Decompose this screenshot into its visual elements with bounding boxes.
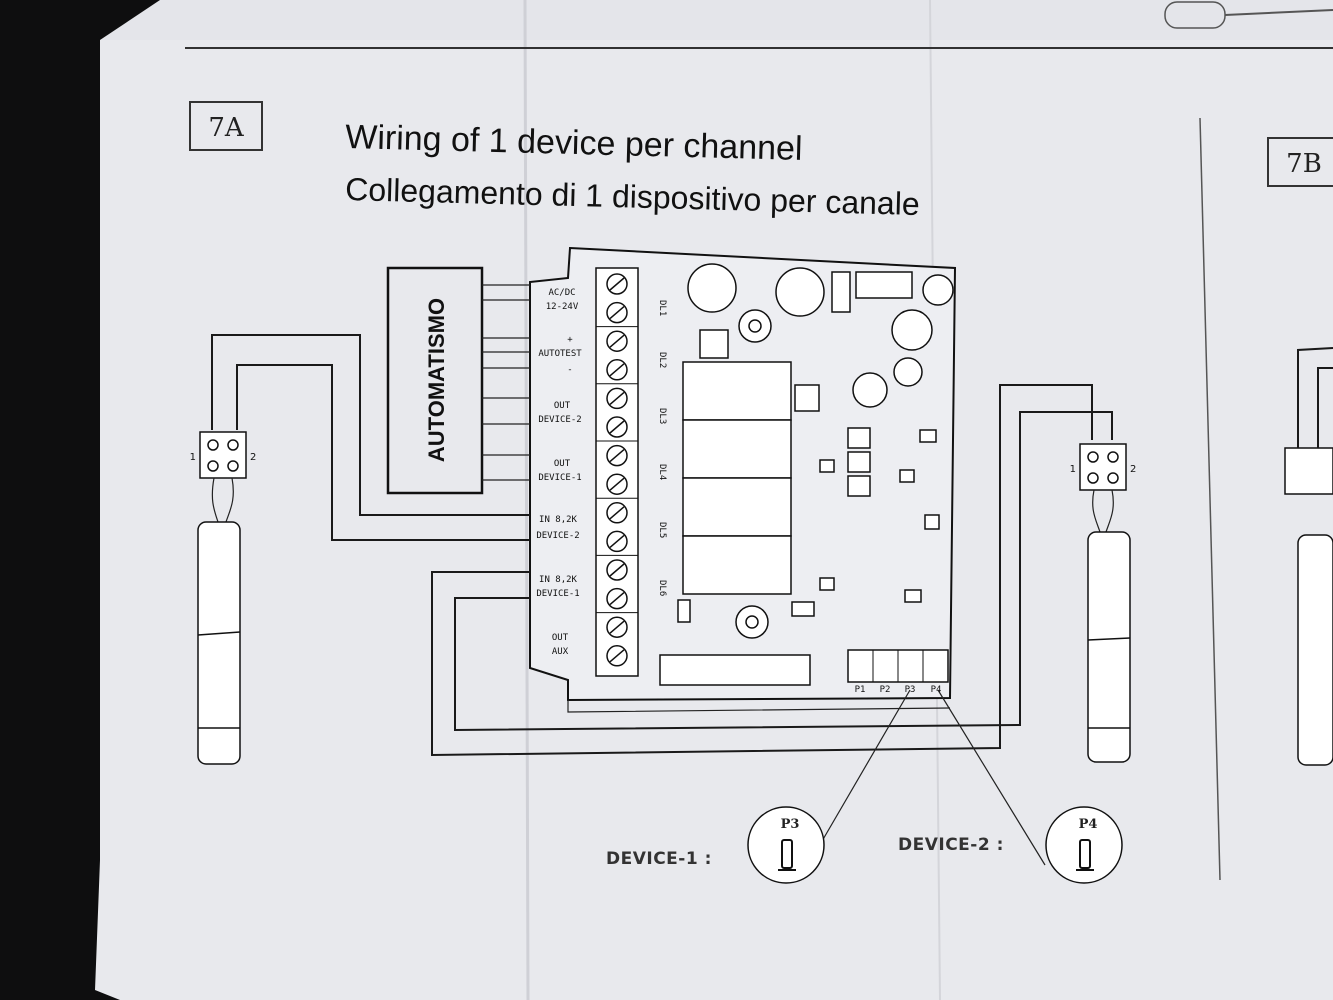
terminal-label: IN 8,2K [539, 575, 578, 585]
terminal-screw-slot [609, 306, 625, 320]
device-terminal-block [199, 431, 247, 479]
sensor-tube [197, 521, 241, 765]
terminal-screw-slot [609, 391, 625, 405]
callout-line-p3 [817, 689, 911, 849]
right-device: 1 2 [1070, 443, 1136, 763]
led-label: DL4 [657, 464, 667, 480]
terminal-screw-slot [609, 563, 625, 577]
terminal-screw-slot [609, 363, 625, 377]
terminal-2-label: 2 [1130, 464, 1136, 475]
terminal-screw-slot [609, 449, 625, 463]
led-labels: DL1 DL2 DL3 DL4 DL5 DL6 [657, 300, 667, 596]
right-device-wires [431, 384, 1113, 757]
left-device: 1 2 [190, 431, 256, 765]
callout-line-p4 [937, 689, 1046, 866]
terminal-1-label: 1 [1070, 464, 1076, 475]
automatismo-wires [482, 284, 530, 481]
relay [682, 361, 792, 421]
terminal-labels: AC/DC 12-24V + AUTOTEST - OUT DEVICE-2 O… [536, 288, 582, 657]
terminal-screw-slot [609, 534, 625, 548]
screwdriver-icon [1164, 1, 1333, 29]
terminal-label: 12-24V [546, 302, 579, 312]
column-divider [1199, 117, 1221, 881]
sensor-tube [1087, 531, 1131, 763]
terminal-block-body [595, 267, 639, 677]
paper-top-edge [100, 0, 1333, 40]
led-label: DL5 [657, 522, 667, 538]
led-label: DL3 [657, 408, 667, 424]
terminal-2-label: 2 [250, 452, 256, 463]
jumper-callout-label: P4 [1079, 817, 1098, 832]
terminal-label: OUT [554, 401, 571, 411]
jumper-label: P2 [880, 685, 891, 695]
led-label: DL2 [657, 352, 667, 368]
automatismo-label: AUTOMATISMO [424, 298, 449, 462]
section-id-b: 7B [1286, 149, 1322, 179]
fold-crease [523, 0, 530, 1000]
section-id-box-b [1267, 137, 1333, 187]
terminal-screw-slot [609, 620, 625, 634]
terminal-label: DEVICE-1 [536, 589, 579, 599]
relay [682, 419, 792, 479]
terminal-screw-slot [609, 277, 625, 291]
jumper-label: P4 [931, 685, 942, 695]
terminal-label: + [567, 335, 573, 345]
terminal-label: - [567, 365, 572, 375]
terminal-label: AUX [552, 647, 569, 657]
led-label: DL6 [657, 580, 667, 596]
terminal-screw-slot [609, 420, 625, 434]
jumper-header: P1 P2 P3 P4 [847, 649, 949, 695]
pcb-components [659, 263, 954, 686]
jumper-label: P1 [855, 685, 866, 695]
section-id: 7A [208, 113, 245, 143]
terminal-screw-slot [609, 506, 625, 520]
terminal-1-label: 1 [190, 452, 196, 463]
terminal-screw-slot [609, 477, 625, 491]
terminal-label: DEVICE-2 [538, 415, 581, 425]
device-1-label: DEVICE-1 : [606, 849, 712, 869]
terminal-label: DEVICE-1 [538, 473, 581, 483]
partial-device-7b [1284, 347, 1333, 766]
terminal-screw-slot [609, 334, 625, 348]
relay [682, 477, 792, 537]
jumper-icon [1079, 839, 1091, 869]
section-id-box [189, 101, 263, 151]
terminal-screw-slot [609, 592, 625, 606]
device-terminal-block [1079, 443, 1127, 491]
relay [682, 535, 792, 595]
device-2-label: DEVICE-2 : [898, 835, 1004, 855]
terminal-label: OUT [554, 459, 571, 469]
relays [682, 361, 792, 595]
terminal-label: OUT [552, 633, 569, 643]
terminal-label: AUTOTEST [538, 349, 582, 359]
jumper-callout-label: P3 [781, 817, 800, 832]
led-label: DL1 [657, 300, 667, 316]
terminal-block [595, 267, 639, 677]
terminal-label: DEVICE-2 [536, 531, 579, 541]
terminal-label: AC/DC [548, 288, 575, 298]
terminal-label: IN 8,2K [539, 515, 578, 525]
left-device-wires [211, 334, 530, 541]
jumper-icon [781, 839, 793, 869]
terminal-screw-slot [609, 649, 625, 663]
automatismo-box [386, 266, 484, 495]
